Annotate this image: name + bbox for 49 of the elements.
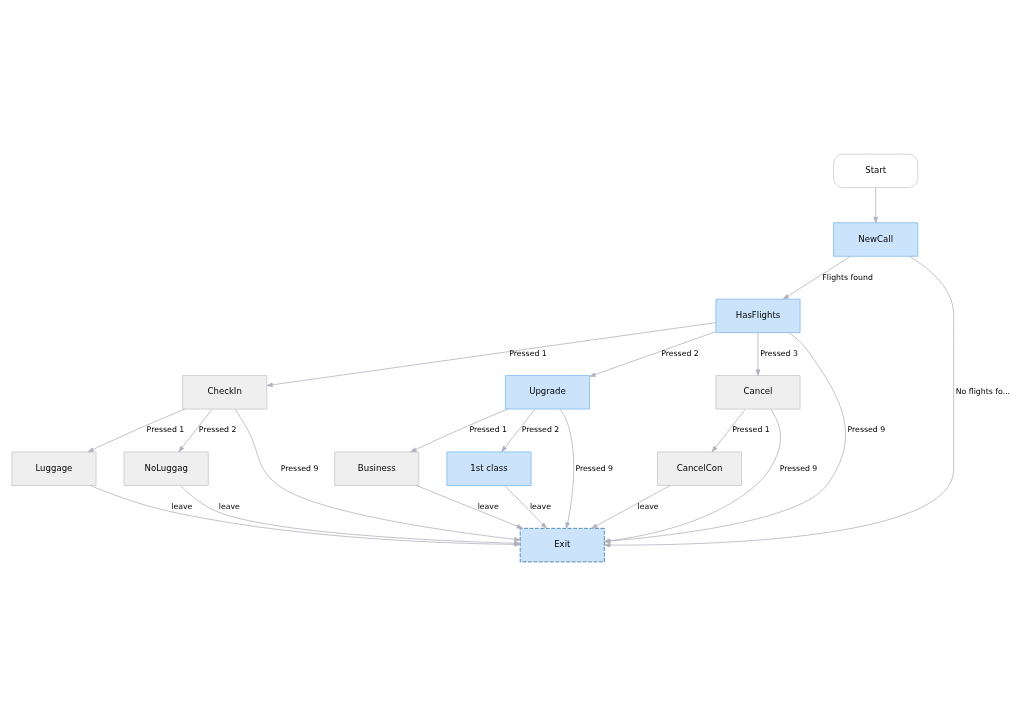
arrow xyxy=(873,187,878,223)
arrow xyxy=(604,332,846,544)
edge-label: leave xyxy=(171,501,193,511)
arrow xyxy=(266,322,717,388)
arrow xyxy=(591,485,671,529)
edge-label: Pressed 1 xyxy=(732,425,770,435)
node-box: NewCall xyxy=(833,222,919,257)
edge-label: leave xyxy=(637,501,659,511)
edge-label: Pressed 9 xyxy=(575,463,614,473)
arrow xyxy=(178,408,213,453)
arrow xyxy=(504,485,547,529)
node-box: Upgrade xyxy=(505,375,590,410)
node-box: Luggage xyxy=(11,451,97,486)
arrow xyxy=(782,255,851,300)
edge-label: Pressed 9 xyxy=(847,425,886,435)
arrow xyxy=(711,408,746,453)
edge-label: No flights fo... xyxy=(955,387,1011,397)
edge-label: Pressed 1 xyxy=(146,425,185,435)
node-box: Business xyxy=(334,451,420,486)
edge-label: Pressed 2 xyxy=(521,425,560,435)
edge-label: leave xyxy=(529,501,552,511)
edge-label: leave xyxy=(477,501,499,511)
node-box: HasFlights xyxy=(715,298,801,334)
node-box: NoLuggag xyxy=(123,451,209,486)
node-box: CancelCon xyxy=(657,451,742,486)
edge-label: Pressed 2 xyxy=(198,425,237,435)
arrow xyxy=(234,408,521,542)
node-box: Exit xyxy=(519,527,605,563)
arrow xyxy=(560,409,575,529)
arrow xyxy=(501,408,536,453)
arrow xyxy=(410,408,509,453)
edge-label: Pressed 3 xyxy=(760,349,798,359)
node-box: 1st class xyxy=(446,451,532,486)
edge-label: leave xyxy=(218,501,240,511)
node-box: CheckIn xyxy=(182,375,268,410)
arrow xyxy=(604,409,781,544)
arrow xyxy=(416,485,523,529)
node-box: Start xyxy=(833,153,919,189)
edge-label: Pressed 1 xyxy=(509,349,547,359)
arrow xyxy=(755,332,761,376)
edge-label: Flights found xyxy=(822,272,873,282)
arrow xyxy=(604,255,955,548)
arrow xyxy=(87,408,186,453)
edge-label: Pressed 9 xyxy=(779,463,818,473)
edge-label: Pressed 1 xyxy=(469,425,508,435)
node-box: Cancel xyxy=(715,375,801,410)
arrow xyxy=(589,331,717,377)
edge-label: Pressed 2 xyxy=(661,349,699,359)
edge-label: Pressed 9 xyxy=(280,463,319,473)
